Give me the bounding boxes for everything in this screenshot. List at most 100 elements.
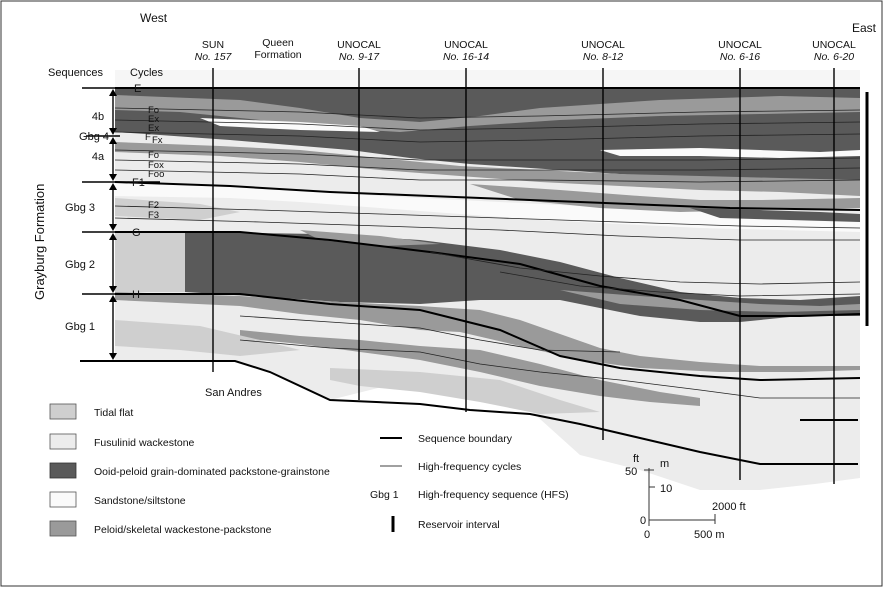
well-7-line2: No. 6-20 [814, 51, 854, 63]
well-6-line2: No. 6-16 [720, 51, 760, 63]
cycle-label-f3: F3 [148, 210, 159, 221]
legend-label-reservoir: Reservoir interval [418, 519, 500, 531]
legend-label-ooid: Ooid-peloid grain-dominated packstone-gr… [94, 466, 330, 478]
well-7-line1: UNOCAL [812, 39, 856, 51]
legend-label-peloid: Peloid/skeletal wackestone-packstone [94, 524, 272, 536]
scale-zero-horizontal: 0 [644, 529, 650, 541]
legend-swatch-peloid [49, 520, 77, 537]
sandstone-top-band [115, 70, 860, 88]
boundary-label-f1: F1 [132, 177, 145, 189]
cycle-label-fo: Fo [148, 105, 159, 116]
legend-swatch-sandstone [49, 491, 77, 508]
boundary-label-g: G [132, 227, 141, 239]
well-lines [212, 68, 835, 484]
well-2-line1: Queen [262, 37, 294, 49]
sequence-label-gbg1: Gbg 1 [65, 321, 95, 333]
facies-gbg3-tidal [115, 198, 240, 220]
cycle-label-fx: Fx [152, 135, 163, 146]
legend-sandstone: Sandstone/siltstone [49, 491, 186, 508]
well-4-line1: UNOCAL [444, 39, 488, 51]
san-andres-label: San Andres [205, 387, 262, 399]
boundary-label-h: H [132, 289, 140, 301]
well-1-line2: No. 157 [195, 51, 233, 63]
cycle-label-fo2: Fo [148, 150, 159, 161]
scale-ft-tick: 50 [625, 466, 637, 478]
cycle-label-fox: Fox [148, 160, 164, 171]
legend-fusulinid: Fusulinid wackestone [49, 433, 195, 450]
cycle-label-f: F [145, 132, 151, 143]
well-5-line1: UNOCAL [581, 39, 625, 51]
facies-gbg2-wackestone-lens [300, 230, 440, 246]
arrowheads [109, 89, 117, 360]
boundary-g [115, 231, 861, 317]
cycle-labels: Fo Ex Ex F Fx Fo Fox Foo F2 F3 [145, 105, 164, 221]
legend-label-fusulinid: Fusulinid wackestone [94, 437, 195, 449]
legend-tidal-flat: Tidal flat [49, 403, 133, 420]
cycle-lines [114, 107, 861, 399]
scale-m-unit: m [660, 458, 669, 470]
legend-symbol-hfs: Gbg 1 [370, 489, 399, 501]
facies-gbg1-tidal [115, 320, 300, 356]
facies-gbg2-wackestone [560, 290, 860, 312]
scale-ft-unit: ft [633, 453, 639, 465]
legend-label-cycles: High-frequency cycles [418, 461, 521, 473]
sequence-label-4a: 4a [92, 151, 105, 163]
well-4-line2: No. 16-14 [443, 51, 489, 63]
legend-ooid: Ooid-peloid grain-dominated packstone-gr… [49, 462, 330, 479]
legend-swatch-tidal-flat [49, 403, 77, 420]
facies-gbg1-wackestone-a [115, 292, 860, 372]
facies-4b-sand-lens [200, 118, 380, 132]
cycle-label-f2: F2 [148, 200, 159, 211]
facies-4a-sand-lens [600, 148, 860, 158]
facies-4a-wackestone [115, 142, 860, 196]
facies-legend: Tidal flat Fusulinid wackestone Ooid-pel… [49, 403, 330, 537]
facies-gbg3-sand [115, 182, 860, 232]
legend-label-sandstone: Sandstone/siltstone [94, 495, 186, 507]
well-headers: SUN No. 157 Queen Formation UNOCAL No. 9… [195, 37, 856, 63]
sequence-labels: 4b Gbg 4 4a Gbg 3 Gbg 2 Gbg 1 [65, 111, 109, 333]
sequence-label-4b: 4b [92, 111, 104, 123]
scale-m-tick: 10 [660, 483, 672, 495]
scale-h-m: 500 m [694, 529, 725, 541]
direction-east: East [852, 21, 877, 35]
cross-section-body [80, 68, 869, 490]
sequence-label-gbg2: Gbg 2 [65, 259, 95, 271]
sequence-ticks [82, 87, 160, 295]
legend-label-tidal-flat: Tidal flat [94, 407, 133, 419]
formation-label: Grayburg Formation [32, 184, 47, 300]
scale-zero-vertical: 0 [640, 515, 646, 527]
scale-h-ft: 2000 ft [712, 501, 746, 513]
legend-swatch-fusulinid [49, 433, 77, 450]
column-header-sequences: Sequences [48, 67, 104, 79]
cycle-label-ex2: Ex [148, 123, 159, 134]
facies-gbg3-grainstone [690, 208, 860, 222]
cycle-label-ex1: Ex [148, 114, 159, 125]
direction-west: West [140, 11, 168, 25]
legend-peloid: Peloid/skeletal wackestone-packstone [49, 520, 272, 537]
scale-bar: ft m 50 10 0 0 2000 ft 500 m [625, 453, 746, 541]
legend-label-hfs: High-frequency sequence (HFS) [418, 489, 569, 501]
legend-label-sequence-boundary: Sequence boundary [418, 433, 513, 445]
well-1-line1: SUN [202, 39, 224, 51]
well-2-line2: Formation [254, 49, 301, 61]
boundary-f1 [114, 181, 861, 211]
well-5-line2: No. 8-12 [583, 51, 623, 63]
well-3-line1: UNOCAL [337, 39, 381, 51]
well-3-line2: No. 9-17 [339, 51, 380, 63]
line-legend: Sequence boundary High-frequency cycles … [370, 433, 569, 532]
boundary-h [115, 293, 861, 382]
well-6-line1: UNOCAL [718, 39, 762, 51]
boundary-label-e: E [134, 83, 141, 95]
column-header-cycles: Cycles [130, 67, 164, 79]
sequence-label-gbg4: Gbg 4 [79, 131, 109, 143]
boundary-labels: E F1 G H [132, 83, 145, 301]
facies-gbg2-tidal [115, 232, 185, 292]
boundary-gbg1-base [80, 360, 858, 465]
sequence-label-gbg3: Gbg 3 [65, 202, 95, 214]
legend-swatch-ooid [49, 462, 77, 479]
cycle-label-foo: Foo [148, 169, 164, 180]
facies-gbg1-tidal-b [330, 368, 600, 414]
facies-gbg3-wackestone [470, 184, 860, 212]
